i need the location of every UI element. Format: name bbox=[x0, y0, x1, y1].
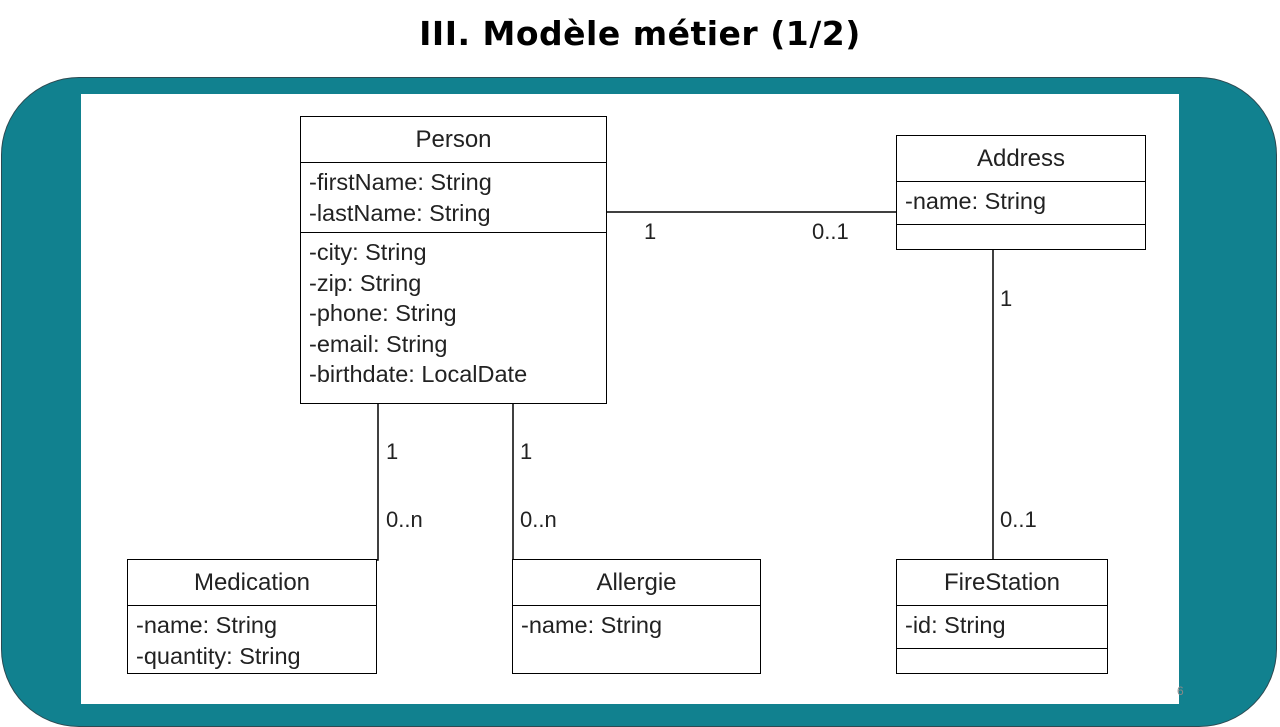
attribute-section: -city: String -zip: String -phone: Strin… bbox=[301, 233, 606, 390]
attribute: -name: String bbox=[905, 188, 1047, 214]
attribute-section: -name: String bbox=[897, 182, 1145, 225]
attribute: -quantity: String bbox=[136, 642, 301, 669]
multiplicity-label: 1 bbox=[1000, 286, 1013, 311]
class-address: Address -name: String bbox=[896, 135, 1146, 250]
multiplicity-label: 0..n bbox=[386, 507, 423, 532]
attribute: -firstName: String bbox=[309, 169, 492, 195]
class-name: Person bbox=[301, 117, 606, 163]
attribute: -id: String bbox=[905, 612, 1006, 638]
class-medication: Medication -name: String -quantity: Stri… bbox=[127, 559, 377, 674]
attribute-section: -id: String bbox=[897, 606, 1107, 649]
class-name: Medication bbox=[128, 560, 376, 606]
class-allergie: Allergie -name: String bbox=[512, 559, 761, 674]
operation-section bbox=[897, 649, 1107, 653]
attribute: -birthdate: LocalDate bbox=[309, 361, 528, 387]
class-person: Person -firstName: String -lastName: Str… bbox=[300, 116, 607, 404]
class-firestation: FireStation -id: String bbox=[896, 559, 1108, 674]
multiplicity-label: 1 bbox=[520, 439, 533, 464]
slide-title: III. Modèle métier (1/2) bbox=[419, 14, 861, 53]
attribute-section: -name: String -quantity: String bbox=[128, 606, 376, 671]
attribute: -zip: String bbox=[309, 269, 422, 296]
attribute-section: -name: String bbox=[513, 606, 760, 641]
operation-section bbox=[897, 225, 1145, 229]
attribute-section: -firstName: String -lastName: String bbox=[301, 163, 606, 233]
attribute: -name: String bbox=[521, 612, 663, 638]
class-name: Address bbox=[897, 136, 1145, 182]
attribute: -name: String bbox=[136, 612, 278, 638]
multiplicity-label: 0..n bbox=[520, 507, 557, 532]
class-name: Allergie bbox=[513, 560, 760, 606]
attribute: -city: String bbox=[309, 239, 427, 265]
class-name: FireStation bbox=[897, 560, 1107, 606]
page-number: 6 bbox=[1177, 684, 1184, 698]
attribute: -lastName: String bbox=[309, 199, 491, 226]
multiplicity-label: 1 bbox=[386, 439, 399, 464]
multiplicity-label: 1 bbox=[644, 219, 657, 244]
multiplicity-label: 0..1 bbox=[812, 219, 849, 244]
attribute: -phone: String bbox=[309, 300, 457, 326]
multiplicity-label: 0..1 bbox=[1000, 507, 1037, 532]
assoc-person-allergie bbox=[512, 403, 514, 561]
attribute: -email: String bbox=[309, 330, 448, 357]
assoc-person-medication bbox=[376, 403, 379, 561]
